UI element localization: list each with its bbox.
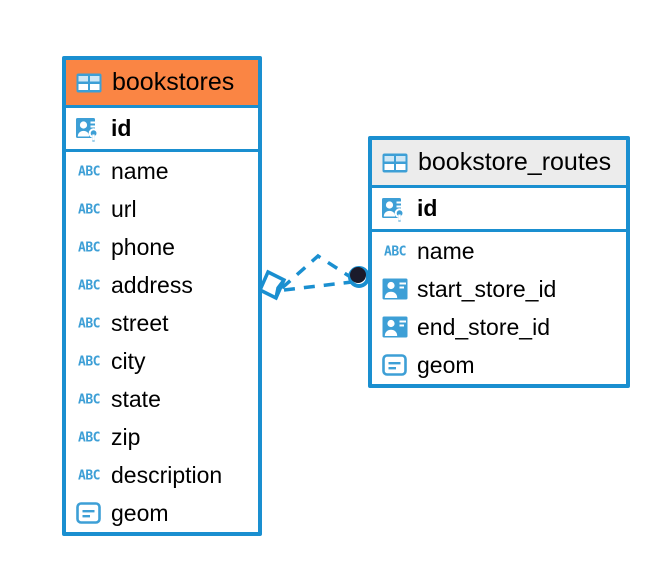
text-abc-icon: ABC xyxy=(78,241,100,256)
primary-key-icon xyxy=(76,117,99,141)
field-name-start-store-id: start_store_id xyxy=(417,275,557,302)
table-grid-icon xyxy=(382,153,408,172)
field-name-end-store-id: end_store_id xyxy=(417,313,550,340)
text-abc-icon: ABC xyxy=(78,393,100,408)
relationship-endpoint-circle xyxy=(348,266,370,288)
svg-text:ABC: ABC xyxy=(78,165,100,180)
geometry-icon xyxy=(382,354,407,376)
geometry-icon xyxy=(76,502,101,524)
field-name-geom: geom xyxy=(111,499,169,526)
field-name-city: city xyxy=(111,347,146,374)
relationship-line-lower xyxy=(283,280,353,292)
entity-header-bookstore-routes: bookstore_routes xyxy=(372,140,626,188)
foreign-key-icon xyxy=(382,316,408,338)
svg-text:ABC: ABC xyxy=(78,203,100,218)
field-row-city[interactable]: ABC city xyxy=(66,342,258,380)
text-abc-icon: ABC xyxy=(78,203,100,218)
table-grid-icon xyxy=(76,73,102,92)
field-name-street: street xyxy=(111,309,169,336)
field-row-name[interactable]: ABC name xyxy=(66,152,258,190)
relationship-endpoint-diamond xyxy=(257,269,287,301)
text-abc-icon: ABC xyxy=(78,469,100,484)
svg-text:ABC: ABC xyxy=(78,355,100,370)
entity-bookstores[interactable]: bookstores id ABC name xyxy=(62,56,262,536)
text-abc-icon: ABC xyxy=(78,355,100,370)
text-abc-icon: ABC xyxy=(78,317,100,332)
field-name-geom: geom xyxy=(417,351,475,378)
field-row-description[interactable]: ABC description xyxy=(66,456,258,494)
text-abc-icon: ABC xyxy=(78,165,100,180)
field-row-geom[interactable]: geom xyxy=(372,346,626,384)
field-row-id[interactable]: id xyxy=(372,188,626,232)
field-name-phone: phone xyxy=(111,233,175,260)
field-name-id: id xyxy=(111,115,132,141)
field-name-name: name xyxy=(111,157,169,184)
svg-text:ABC: ABC xyxy=(78,393,100,408)
foreign-key-icon xyxy=(382,278,408,300)
field-name-url: url xyxy=(111,195,137,222)
svg-text:ABC: ABC xyxy=(384,245,406,260)
entity-title-bookstores: bookstores xyxy=(112,68,235,96)
svg-text:ABC: ABC xyxy=(78,431,100,446)
field-row-address[interactable]: ABC address xyxy=(66,266,258,304)
field-row-id[interactable]: id xyxy=(66,108,258,152)
field-name-id: id xyxy=(417,195,438,221)
field-name-state: state xyxy=(111,385,161,412)
field-row-zip[interactable]: ABC zip xyxy=(66,418,258,456)
field-name-name: name xyxy=(417,237,475,264)
field-name-address: address xyxy=(111,271,193,298)
text-abc-icon: ABC xyxy=(78,279,100,294)
entity-title-bookstore-routes: bookstore_routes xyxy=(418,148,612,176)
field-row-end-store-id[interactable]: end_store_id xyxy=(372,308,626,346)
field-row-start-store-id[interactable]: start_store_id xyxy=(372,270,626,308)
field-row-geom[interactable]: geom xyxy=(66,494,258,532)
entity-header-bookstores: bookstores xyxy=(66,60,258,108)
svg-text:ABC: ABC xyxy=(78,241,100,256)
svg-text:ABC: ABC xyxy=(78,279,100,294)
text-abc-icon: ABC xyxy=(78,431,100,446)
field-row-url[interactable]: ABC url xyxy=(66,190,258,228)
field-name-zip: zip xyxy=(111,423,141,450)
entity-bookstore-routes[interactable]: bookstore_routes id ABC name xyxy=(368,136,630,388)
field-row-phone[interactable]: ABC phone xyxy=(66,228,258,266)
text-abc-icon: ABC xyxy=(384,245,406,260)
field-row-state[interactable]: ABC state xyxy=(66,380,258,418)
field-row-street[interactable]: ABC street xyxy=(66,304,258,342)
relationship-line-upper xyxy=(280,253,353,290)
field-name-description: description xyxy=(111,461,223,488)
primary-key-icon xyxy=(382,197,405,221)
field-row-name[interactable]: ABC name xyxy=(372,232,626,270)
svg-text:ABC: ABC xyxy=(78,469,100,484)
svg-text:ABC: ABC xyxy=(78,317,100,332)
